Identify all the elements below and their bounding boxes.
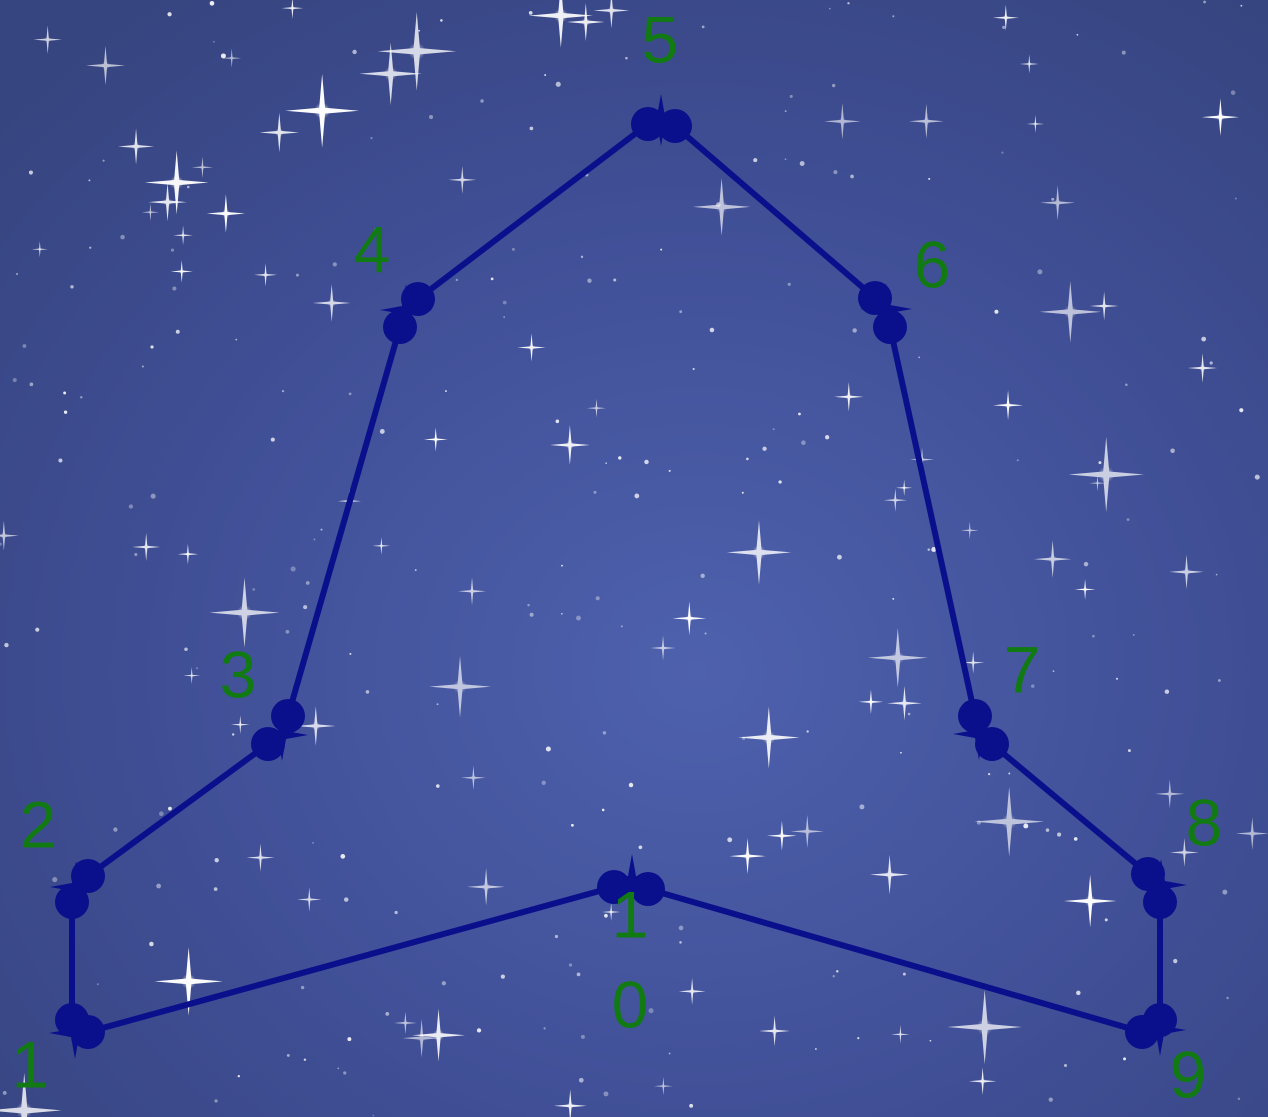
dot-label-8: 8 bbox=[1186, 785, 1223, 859]
dot-label-7: 7 bbox=[1004, 632, 1041, 706]
dot-circle[interactable] bbox=[55, 885, 89, 919]
dot-label-4: 4 bbox=[354, 212, 391, 286]
dot-label-10-digit-1: 1 bbox=[612, 877, 649, 951]
dot-label-2: 2 bbox=[20, 787, 57, 861]
dot-label-9: 9 bbox=[1170, 1037, 1207, 1111]
dot-label-3: 3 bbox=[220, 637, 257, 711]
dot-circle[interactable] bbox=[271, 699, 305, 733]
dot-label-1: 1 bbox=[12, 1027, 49, 1101]
dot-circle[interactable] bbox=[1143, 885, 1177, 919]
dot-circle[interactable] bbox=[975, 727, 1009, 761]
dot-label-5: 5 bbox=[642, 2, 679, 76]
dot-label-6: 6 bbox=[914, 227, 951, 301]
dot-circle[interactable] bbox=[1125, 1015, 1159, 1049]
dot-circle[interactable] bbox=[71, 1015, 105, 1049]
dot-circle[interactable] bbox=[251, 727, 285, 761]
dot-circle[interactable] bbox=[858, 281, 892, 315]
dot-label-10-digit-2: 0 bbox=[612, 967, 649, 1041]
dot-circle[interactable] bbox=[383, 310, 417, 344]
dot-circle[interactable] bbox=[658, 109, 692, 143]
dot-circle[interactable] bbox=[873, 310, 907, 344]
dot-circle[interactable] bbox=[401, 282, 435, 316]
